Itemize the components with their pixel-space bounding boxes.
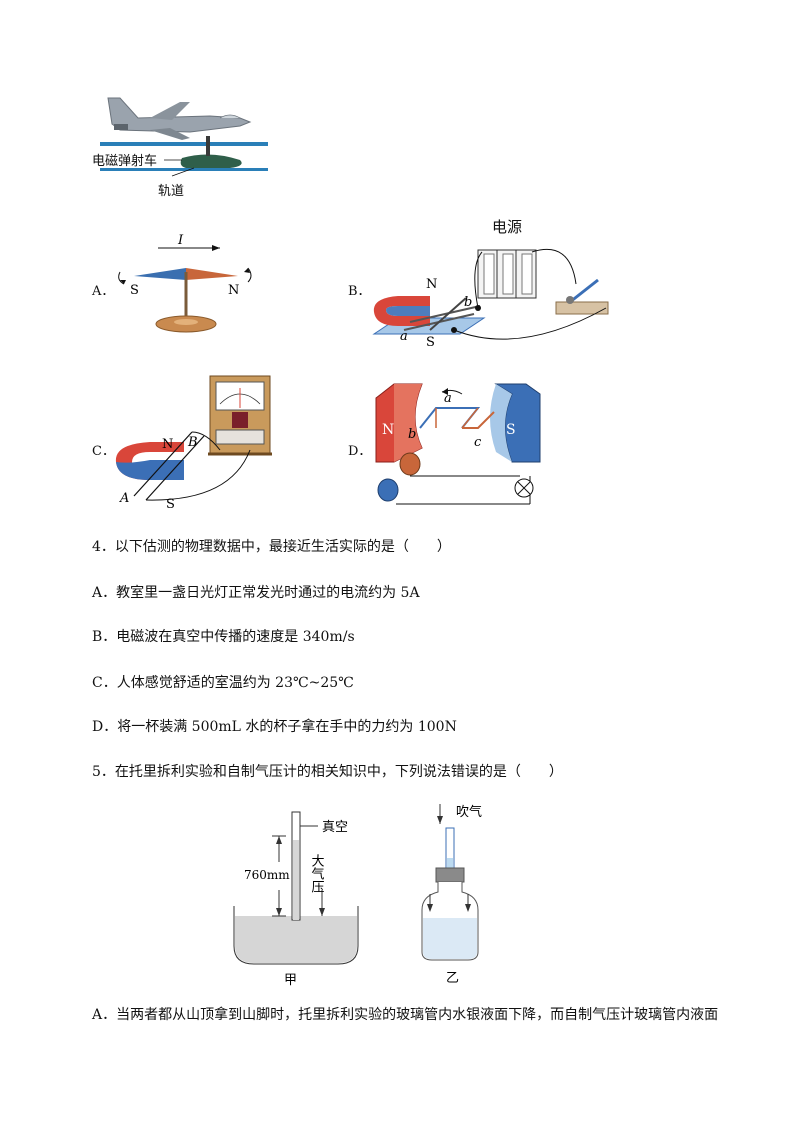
question4-option-c: C．人体感觉舒适的室温约为 23℃~25℃ — [92, 675, 354, 691]
blow-label: 吹气 — [456, 804, 482, 820]
question4-option-d: D．将一杯装满 500mL 水的杯子拿在手中的力约为 100N — [92, 719, 457, 735]
compass-figure: I S N — [118, 233, 252, 333]
magnet-circuit-figure: N S b a — [372, 248, 609, 348]
track-label: 轨道 — [158, 184, 185, 199]
compass-s-label: S — [130, 283, 139, 298]
galvanometer-icon — [208, 375, 272, 456]
height-760mm-label: 760mm — [244, 868, 290, 882]
end-b-label: B — [187, 435, 198, 450]
torricelli-figure: 真空 760mm 大气压 甲 — [233, 811, 359, 988]
option-a-letter: A． — [92, 284, 115, 299]
jet-aircraft-icon — [107, 97, 252, 140]
launcher-car — [180, 154, 242, 168]
figure-yi-caption: 乙 — [446, 971, 459, 986]
rod-b-label: b — [464, 295, 472, 310]
rail-top — [100, 142, 268, 146]
coil-b-label: b — [408, 427, 416, 442]
option-d-letter: D． — [348, 444, 372, 459]
switch-icon — [555, 278, 609, 315]
magnet-n-label-c: N — [162, 437, 173, 452]
coil-c-label: c — [474, 435, 482, 450]
magnet-s-label-c: S — [166, 497, 175, 512]
galvanometer-figure: N S A B — [115, 375, 272, 512]
catapult-figure — [100, 97, 268, 177]
battery-icon — [477, 249, 537, 299]
question5-option-a: A．当两者都从山顶拿到山脚时，托里拆利实验的玻璃管内水银液面下降，而自制气压计玻… — [92, 1007, 719, 1023]
launcher-label: 电磁弹射车 — [92, 154, 158, 169]
power-source-label: 电源 — [492, 218, 523, 236]
generator-figure: N S a b c — [375, 383, 541, 505]
lamp-icon — [514, 478, 534, 498]
question4-stem: 4．以下估测的物理数据中，最接近生活实际的是（ ） — [92, 539, 451, 555]
end-a-label: A — [119, 491, 129, 506]
magnet-n-label: N — [426, 277, 437, 292]
figure-jia-caption: 甲 — [284, 973, 297, 988]
rail-bottom — [100, 168, 268, 171]
option-c-letter: C． — [92, 444, 115, 459]
compass-n-label: N — [228, 283, 239, 298]
option-b-letter: B． — [348, 284, 371, 299]
rod-a-label: a — [400, 329, 408, 344]
vacuum-label: 真空 — [322, 820, 348, 835]
coil-a-label: a — [444, 391, 452, 406]
question5-stem: 5．在托里拆利实验和自制气压计的相关知识中，下列说法错误的是（ ） — [92, 764, 563, 780]
barometer-figure: 吹气 乙 — [421, 804, 482, 986]
current-label: I — [177, 233, 184, 248]
pole-s-label: S — [506, 422, 516, 438]
pole-n-label: N — [382, 422, 394, 438]
question4-option-b: B．电磁波在真空中传播的速度是 340m/s — [92, 629, 355, 645]
magnet-s-label: S — [426, 335, 435, 348]
pressure-label: 大气压 — [309, 854, 325, 893]
question4-option-a: A．教室里一盏日光灯正常发光时通过的电流约为 5A — [92, 585, 420, 601]
